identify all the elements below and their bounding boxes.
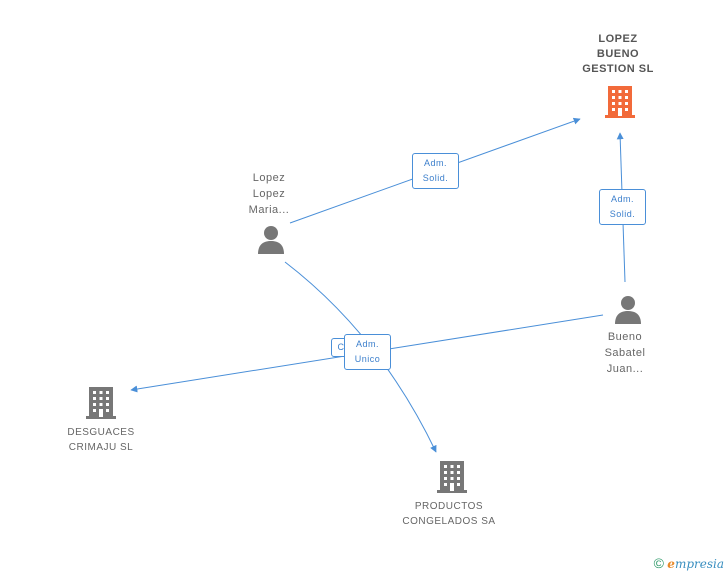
building-icon [605,86,635,118]
node-label-lopez-maria[interactable]: Lopez Lopez Maria... [248,172,290,216]
node-label-productos[interactable]: PRODUCTOS CONGELADOS SA [402,501,496,527]
edge-label-adm-solid[interactable]: Adm. Solid. [412,153,459,189]
person-icon [615,296,641,324]
brand-logo: empresia [667,557,724,571]
copyright-icon: © [653,555,664,571]
person-icon [258,226,284,254]
node-label-bueno-juan[interactable]: Bueno Sabatel Juan... [604,331,646,375]
empresia-watermark: © empresia [654,555,724,571]
building-icon [86,387,116,419]
node-label-desguaces[interactable]: DESGUACES CRIMAJU SL [67,427,135,453]
edge-label-adm-unico[interactable]: Adm. Unico [344,334,391,370]
edge-label-adm-solid[interactable]: Adm. Solid. [599,189,646,225]
node-label-lopez-bueno[interactable]: LOPEZ BUENO GESTION SL [582,33,654,75]
building-icon [437,461,467,493]
